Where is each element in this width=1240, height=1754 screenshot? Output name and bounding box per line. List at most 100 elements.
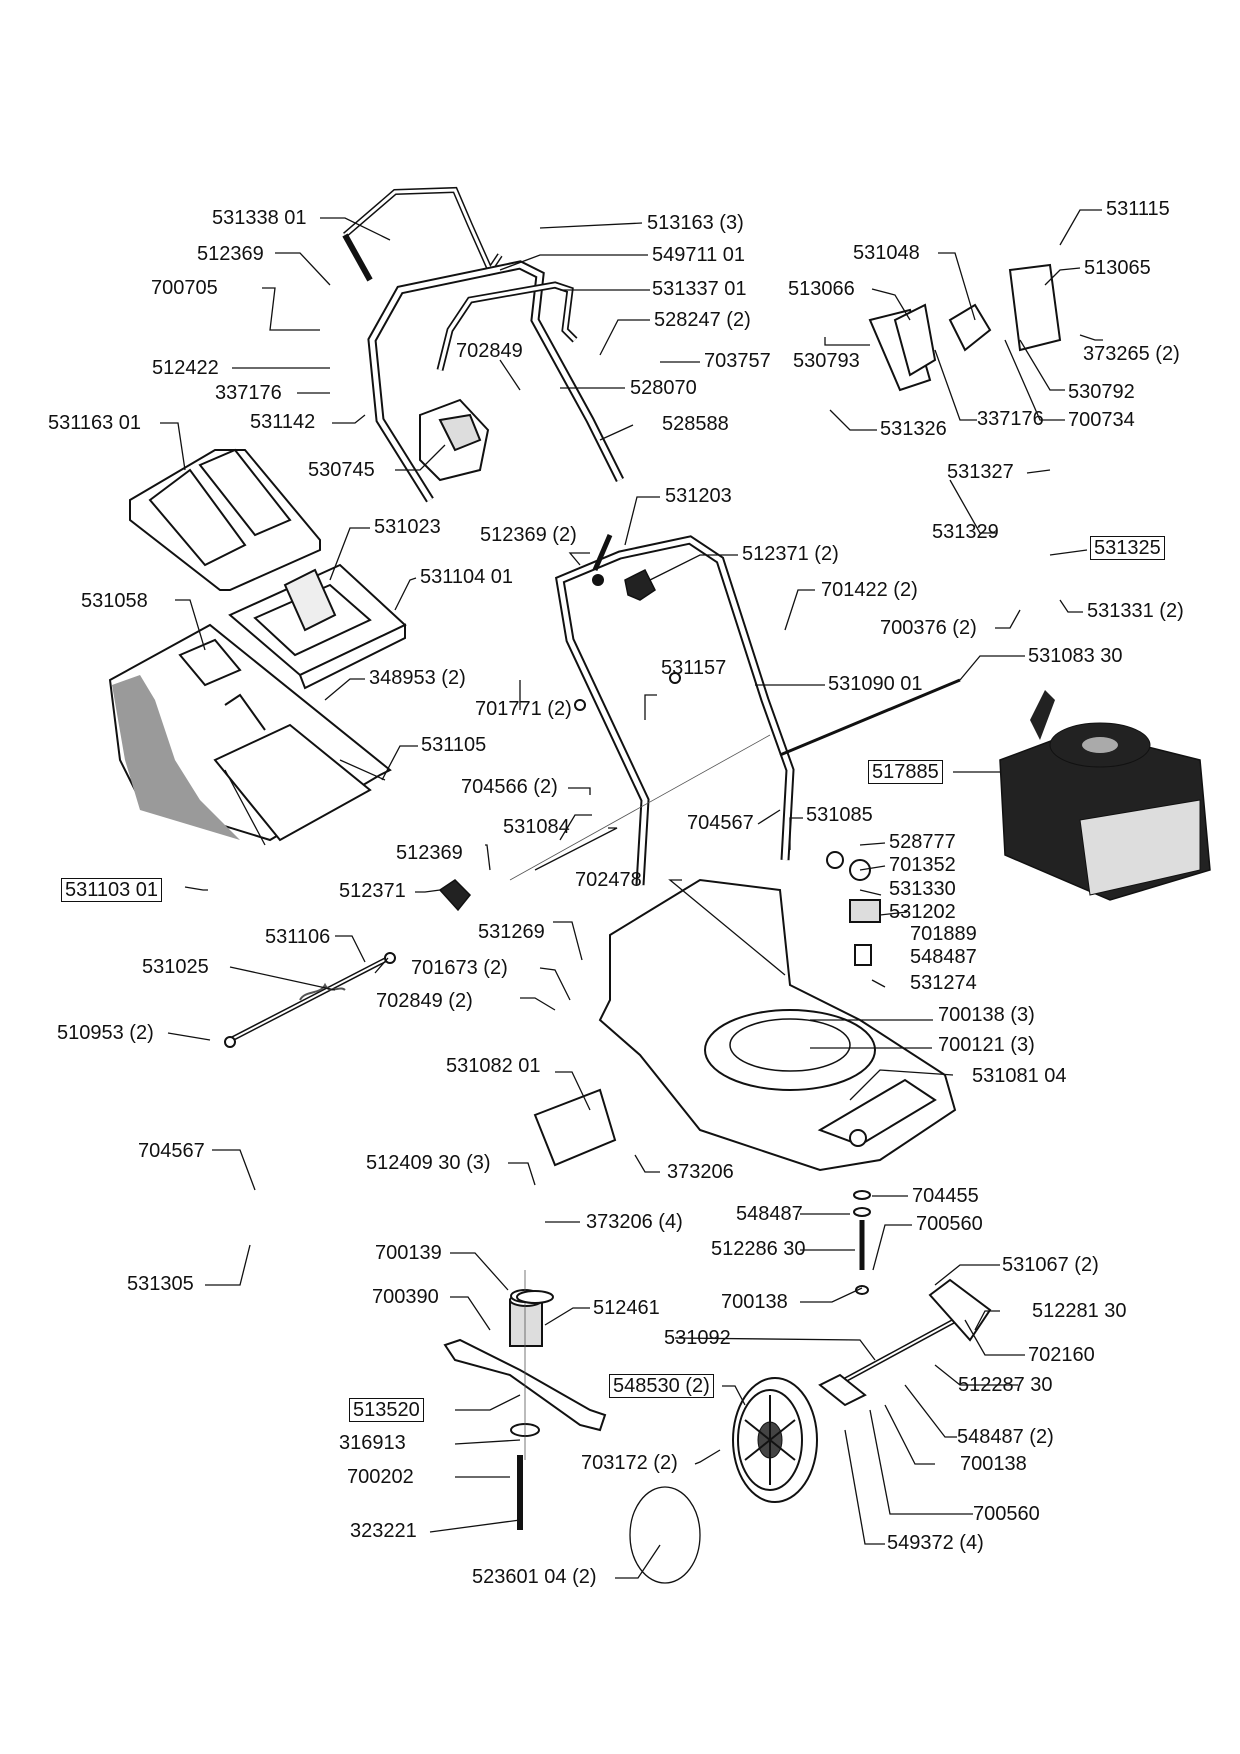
part-label: 531058: [81, 590, 148, 612]
leader-lines: [160, 209, 1103, 1579]
part-label: 512286 30: [711, 1238, 806, 1260]
part-label: 702849 (2): [376, 990, 473, 1012]
part-label: 531157: [661, 657, 727, 679]
part-label: 700138: [960, 1453, 1027, 1475]
grass-box-top-frame: [228, 563, 407, 690]
handle-top: [367, 260, 625, 503]
part-label: 549711 01: [652, 244, 746, 266]
part-label: 700376 (2): [880, 617, 977, 639]
part-label: 528070: [630, 377, 697, 399]
part-label: 373265 (2): [1083, 343, 1180, 365]
part-label: 528247 (2): [654, 309, 751, 331]
wheel: [629, 1377, 818, 1584]
part-label: 531331 (2): [1087, 600, 1184, 622]
part-label-boxed: 548530 (2): [609, 1374, 714, 1398]
part-label: 531203: [665, 485, 732, 507]
part-label: 531326: [880, 418, 947, 440]
part-label: 530793: [793, 350, 860, 372]
part-label: 704567: [138, 1140, 205, 1162]
height-adjust-axle: [818, 1278, 992, 1407]
part-label-boxed: 513520: [349, 1398, 424, 1422]
handle-knobs: [438, 534, 656, 912]
part-label: 531329: [932, 521, 999, 543]
part-label: 531337 01: [652, 278, 747, 300]
part-label: 531048: [853, 242, 920, 264]
part-label: 700705: [151, 277, 218, 299]
part-label: 701771 (2): [475, 698, 572, 720]
part-label: 701673 (2): [411, 957, 508, 979]
part-label: 513066: [788, 278, 855, 300]
part-label: 531023: [374, 516, 441, 538]
part-label: 700138: [721, 1291, 788, 1313]
part-label: 702849: [456, 340, 523, 362]
part-label: 704566 (2): [461, 776, 558, 798]
part-label: 531115: [1106, 198, 1170, 220]
lever-housing: [419, 398, 490, 482]
part-label: 512369: [396, 842, 463, 864]
part-label: 531067 (2): [1002, 1254, 1099, 1276]
rear-axle-rod: [224, 952, 396, 1048]
part-label: 531202: [889, 901, 956, 923]
part-label: 531082 01: [446, 1055, 541, 1077]
grass-box-lid: [129, 448, 321, 591]
part-label: 512371 (2): [742, 543, 839, 565]
part-label: 337176: [977, 408, 1044, 430]
part-label: 531142: [250, 411, 316, 433]
blade-adapter: [509, 1270, 543, 1530]
part-label-boxed: 517885: [868, 760, 943, 784]
part-label: 531090 01: [828, 673, 923, 695]
part-label: 513163 (3): [647, 212, 744, 234]
part-label: 528588: [662, 413, 729, 435]
part-label: 512461: [593, 1297, 660, 1319]
part-label: 512371: [339, 880, 406, 902]
part-label: 531092: [664, 1327, 731, 1349]
part-label: 531274: [910, 972, 977, 994]
engine: [999, 690, 1211, 901]
part-label: 702160: [1028, 1344, 1095, 1366]
part-label: 523601 04 (2): [472, 1566, 597, 1588]
part-label: 700734: [1068, 409, 1135, 431]
part-label: 531104 01: [420, 566, 514, 588]
cable-guide-line: [509, 734, 771, 881]
part-label: 337176: [215, 382, 282, 404]
part-label: 703172 (2): [581, 1452, 678, 1474]
part-label: 700121 (3): [938, 1034, 1035, 1056]
part-label: 512369: [197, 243, 264, 265]
part-label: 530792: [1068, 381, 1135, 403]
part-label: 531105: [421, 734, 487, 756]
part-label: 531081 04: [972, 1065, 1067, 1087]
part-label: 513065: [1084, 257, 1151, 279]
part-label: 701889: [910, 923, 977, 945]
part-label: 512287 30: [958, 1374, 1053, 1396]
part-label: 548487: [736, 1203, 803, 1225]
part-label: 531025: [142, 956, 209, 978]
part-label: 316913: [339, 1432, 406, 1454]
part-label-boxed: 531103 01: [61, 878, 163, 902]
part-label: 512409 30 (3): [366, 1152, 491, 1174]
part-label: 512369 (2): [480, 524, 577, 546]
mower-deck: [598, 878, 957, 1172]
upper-control-bar: [342, 186, 503, 282]
part-label: 512422: [152, 357, 219, 379]
cable-clamps: [868, 263, 1062, 392]
part-label: 701352: [889, 854, 956, 876]
part-label: 700139: [375, 1242, 442, 1264]
part-label: 373206 (4): [586, 1211, 683, 1233]
part-label: 531163 01: [48, 412, 142, 434]
throttle-cable: [779, 678, 961, 757]
lower-handle: [554, 535, 795, 886]
grass-catcher: [108, 623, 392, 846]
part-label: 701422 (2): [821, 579, 918, 601]
part-label: 700560: [973, 1503, 1040, 1525]
misc-fasteners: [516, 672, 881, 1304]
part-label: 700202: [347, 1466, 414, 1488]
rear-deflector: [533, 1088, 617, 1167]
part-label: 704455: [912, 1185, 979, 1207]
part-label: 531084: [503, 816, 570, 838]
part-label: 531330: [889, 878, 956, 900]
part-label: 530745: [308, 459, 375, 481]
part-label: 531305: [127, 1273, 194, 1295]
part-label: 548487: [910, 946, 977, 968]
part-label: 548487 (2): [957, 1426, 1054, 1448]
